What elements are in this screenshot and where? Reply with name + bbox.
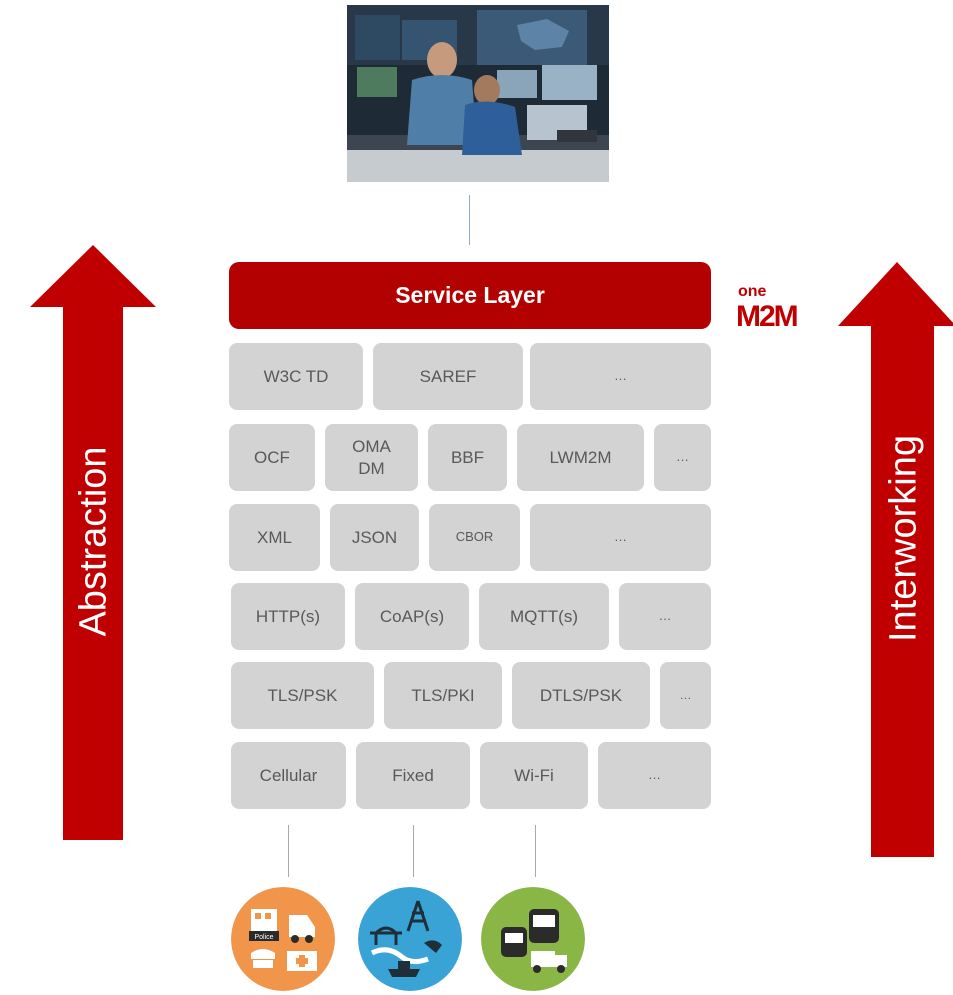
block-cbor: CBOR (429, 504, 520, 571)
connector-line-transport (535, 825, 536, 877)
control-room-photo (347, 5, 609, 182)
abstraction-label: Abstraction (72, 446, 115, 637)
block-json: JSON (330, 504, 419, 571)
block-oma-dm: OMA DM (325, 424, 418, 491)
service-layer-bar: Service Layer (229, 262, 711, 329)
onem2m-logo: one M2M (736, 283, 799, 328)
connector-line-public-safety (288, 825, 289, 877)
service-layer-label: Service Layer (395, 282, 545, 308)
police-badge-text: Police (254, 934, 273, 941)
block-dm-more: … (654, 424, 711, 491)
block-https: HTTP(s) (231, 583, 345, 650)
svg-text:one: one (738, 283, 767, 300)
transport-icon (481, 887, 585, 991)
block-coaps: CoAP(s) (355, 583, 469, 650)
block-security-more: … (660, 662, 711, 729)
public-safety-icon: Police (231, 887, 335, 991)
block-serialization-more: … (530, 504, 711, 571)
block-wifi: Wi-Fi (480, 742, 588, 809)
infrastructure-icon (358, 887, 462, 991)
block-ocf: OCF (229, 424, 315, 491)
interworking-arrow (838, 262, 953, 857)
connector-line-infrastructure (413, 825, 414, 877)
block-lwm2m: LWM2M (517, 424, 644, 491)
block-tls-psk: TLS/PSK (231, 662, 374, 729)
photo-connector-line (469, 195, 470, 245)
block-mqtts: MQTT(s) (479, 583, 609, 650)
abstraction-arrow (30, 245, 156, 840)
block-bbf: BBF (428, 424, 507, 491)
block-dtls-psk: DTLS/PSK (512, 662, 650, 729)
block-fixed: Fixed (356, 742, 470, 809)
block-ontology-more: … (530, 343, 711, 410)
block-network-more: … (598, 742, 711, 809)
svg-text:M2M: M2M (736, 300, 797, 328)
block-saref: SAREF (373, 343, 523, 410)
block-xml: XML (229, 504, 320, 571)
block-w3c-td: W3C TD (229, 343, 363, 410)
interworking-label: Interworking (882, 435, 925, 642)
block-cellular: Cellular (231, 742, 346, 809)
block-protocol-more: … (619, 583, 711, 650)
block-tls-pki: TLS/PKI (384, 662, 502, 729)
